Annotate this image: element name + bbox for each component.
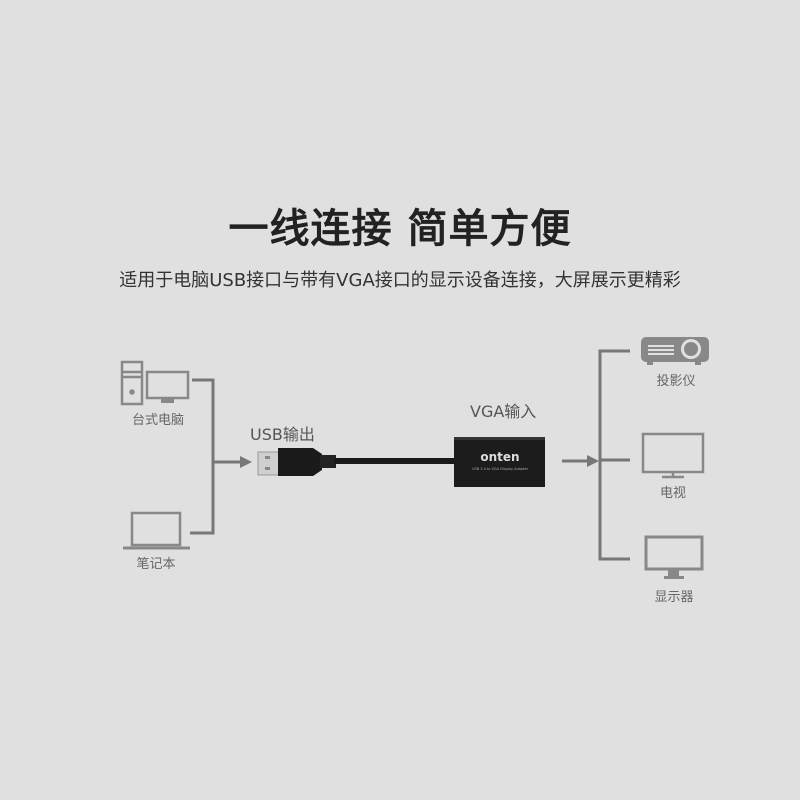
target-label-projector: 投影仪: [656, 373, 695, 389]
monitor-icon: [644, 535, 704, 579]
adapter-product-text: USB 3.0 to VGA Display Adapter: [472, 467, 529, 471]
projector-icon: [641, 337, 709, 365]
target-label-tv: 电视: [660, 486, 686, 501]
source-connector-lines: [190, 378, 240, 535]
source-label-laptop: 笔记本: [136, 556, 175, 572]
tv-icon: [641, 432, 705, 479]
adapter-brand: onten: [480, 450, 519, 464]
laptop-icon: [123, 511, 190, 550]
source-label-desktop: 台式电脑: [132, 413, 184, 428]
page-subtitle: 适用于电脑USB接口与带有VGA接口的显示设备连接，大屏展示更精彩: [119, 270, 681, 291]
desktop-computer-icon: [120, 360, 190, 406]
arrow-right-icon: [240, 456, 252, 468]
usb-cable: [334, 458, 456, 464]
arrow-right-icon: [587, 455, 599, 467]
target-connector-lines: [562, 349, 630, 561]
usb-output-label: USB输出: [250, 425, 315, 444]
usb-plug-icon: [257, 448, 336, 476]
page-title: 一线连接 简单方便: [228, 206, 572, 252]
target-label-monitor: 显示器: [654, 590, 693, 605]
vga-input-label: VGA输入: [470, 402, 536, 421]
usb-vga-adapter: onten USB 3.0 to VGA Display Adapter: [454, 437, 545, 487]
